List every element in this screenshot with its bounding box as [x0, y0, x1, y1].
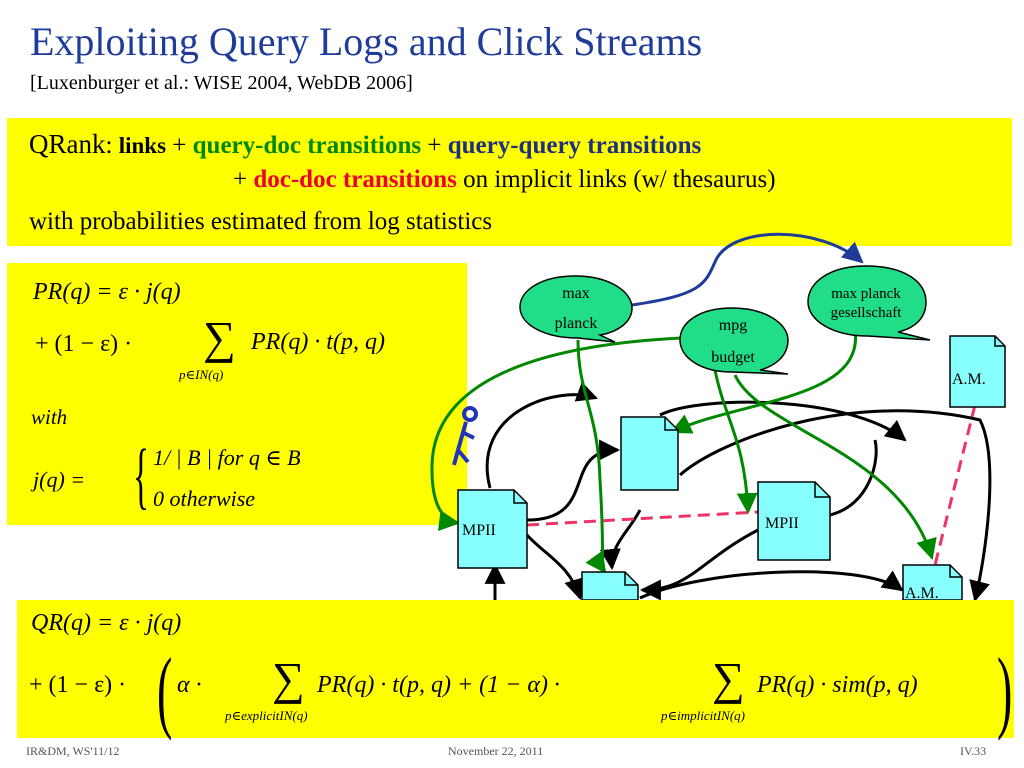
query-label-max-planck-2: planck [555, 315, 598, 332]
footer-course: IR&DM, WS'11/12 [26, 744, 120, 758]
doc-node-mpii-right: MPII [757, 481, 831, 561]
explicit-links [484, 381, 992, 600]
plus-1: + [172, 132, 187, 159]
qr-line-1: QR(q) = ε · j(q) [31, 610, 182, 636]
plus-3: + [233, 166, 248, 193]
doc-node-mpii-left: MPII [457, 489, 528, 569]
doc-doc-term: doc-doc transitions [253, 166, 457, 193]
query-query-edge [631, 232, 864, 307]
query-label-mpg-2: gesellschaft [831, 305, 903, 321]
pr-sum-term: PR(q) · t(p, q) [251, 329, 385, 355]
doc-node-am-top: A.M. [949, 335, 1006, 408]
doc-label-mpii-right: MPII [765, 515, 799, 532]
query-doc-term: query-doc transitions [192, 132, 422, 159]
implicit-links [526, 404, 977, 566]
right-paren: ) [997, 639, 1013, 741]
plus-2: + [427, 132, 442, 159]
qrank-line-2: + doc-doc transitions on implicit links … [233, 162, 776, 198]
links-term: links [118, 133, 167, 158]
query-label-max-planck-1: max [562, 285, 590, 302]
user-icon [452, 406, 478, 466]
click-edges [430, 329, 937, 574]
qr-term-1: PR(q) · t(p, q) + (1 − α) · [317, 672, 560, 698]
doc-node-am-bottom: A.M. [902, 564, 963, 600]
qr-index-implicit: p∈implicitIN(q) [661, 708, 745, 723]
case-2: 0 otherwise [153, 486, 256, 511]
qr-formula-box: QR(q) = ε · j(q) + (1 − ε) · ( α · ∑ PR(… [17, 600, 1014, 738]
sum-symbol-implicit: ∑ [712, 653, 745, 704]
query-query-term: query-query transitions [447, 132, 702, 159]
case-1: 1/ | B | for q ∈ B [153, 445, 301, 470]
qrank-label: QRank [29, 129, 106, 159]
pr-formula-box: PR(q) = ε · j(q) + (1 − ε) · ∑ PR(q) · t… [7, 263, 467, 525]
footer-date: November 22, 2011 [448, 744, 544, 758]
qr-alpha: α · [177, 672, 202, 698]
pr-sum-index: p∈IN(q) [179, 367, 224, 382]
query-label-max-planck: max [562, 285, 590, 302]
doc-label-mpii-left: MPII [462, 522, 496, 539]
doc-label-am-top: A.M. [952, 371, 986, 388]
query-node-max-planck: max planck [519, 275, 633, 343]
qr-index-explicit: p∈explicitIN(q) [225, 708, 308, 723]
query-doc-graph: max planck mpg budget max planck gesells… [430, 232, 1006, 600]
qrank-description-box: QRank: links + query-doc transitions + q… [7, 118, 1012, 246]
left-paren: ( [157, 639, 173, 741]
pr-line-1: PR(q) = ε · j(q) [33, 279, 181, 305]
qrank-colon: : [105, 132, 113, 159]
sum-symbol-explicit: ∑ [272, 653, 305, 704]
query-node-mpg-budget: mpg budget [679, 307, 789, 375]
doc-node-center [620, 416, 679, 491]
with-label: with [31, 405, 68, 429]
sum-symbol: ∑ [203, 312, 236, 363]
cases-brace: { [133, 435, 149, 517]
qrank-line-3: with probabilities estimated from log st… [29, 208, 493, 235]
query-label-mpg: mpg [719, 317, 747, 334]
j-lhs: j(q) = [33, 467, 86, 492]
query-label-budget: budget [711, 349, 755, 366]
pr-line-2-prefix: + (1 − ε) · [35, 331, 133, 357]
qr-prefix: + (1 − ε) · [29, 672, 127, 698]
footer-page: IV.33 [960, 744, 987, 758]
doc-node-bottom [581, 571, 639, 600]
doc-label-am-bottom: A.M. [905, 585, 939, 600]
query-label-mpg-1: max planck [831, 286, 901, 302]
slide-title: Exploiting Query Logs and Click Streams [30, 19, 703, 64]
citation: [Luxenburger et al.: WISE 2004, WebDB 20… [30, 72, 413, 94]
qr-term-2: PR(q) · sim(p, q) [757, 672, 918, 698]
query-node-max-planck-gesellschaft: max planck gesellschaft [807, 265, 931, 341]
qrank-line-1: QRank: links + query-doc transitions + q… [29, 126, 701, 164]
implicit-links-text: on implicit links (w/ thesaurus) [463, 166, 776, 193]
